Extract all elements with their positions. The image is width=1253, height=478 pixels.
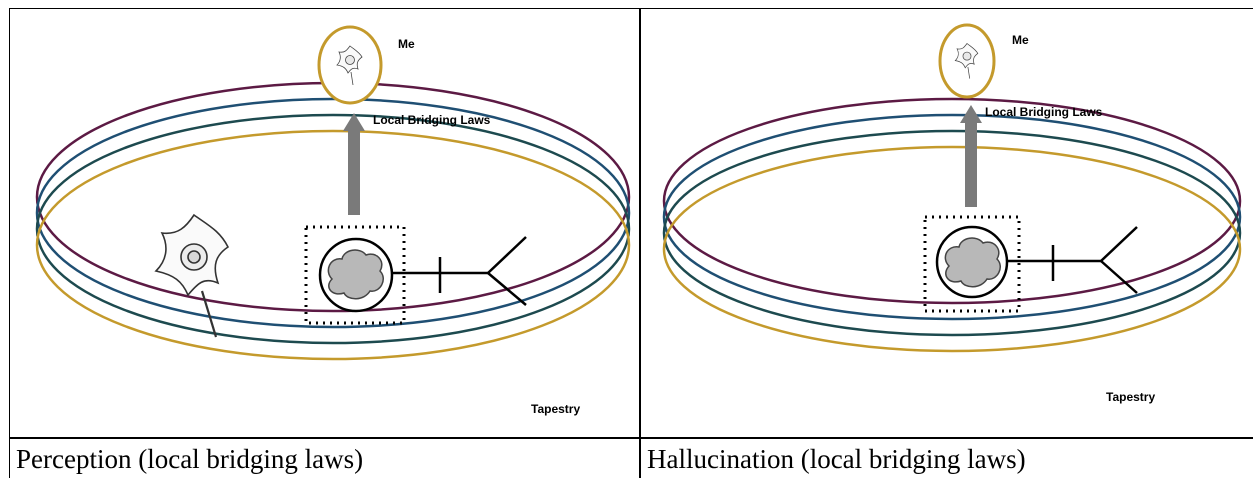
tapestry-rings [35,81,631,361]
ring-gold [35,129,631,361]
hallucination-panel: Me Local Bridging Laws Tapestry [641,9,1253,437]
hallucination-caption: Hallucination (local bridging laws) [647,444,1026,474]
bridging-label: Local Bridging Laws [373,113,491,127]
table-mid-border [9,437,1253,439]
daffodil-icon [336,45,363,86]
daffodil-icon [954,42,979,79]
arrow-up-icon [343,113,365,215]
dotted-box [304,225,406,325]
ring-teal [35,113,631,345]
hallucination-diagram [662,23,1242,353]
ring-blue [35,97,631,329]
ring-gold [662,145,1242,353]
ring-teal [662,129,1242,337]
tapestry-rings [662,97,1242,353]
ring-purple [662,97,1242,305]
perception-diagram [35,25,631,361]
arrow-up-icon [960,105,982,207]
me-label: Me [398,37,415,51]
tapestry-label: Tapestry [531,402,581,416]
ring-blue [662,113,1242,321]
tapestry-label: Tapestry [1106,390,1156,404]
perception-panel: Me Local Bridging Laws Tapestry [10,9,639,437]
dotted-box [923,215,1021,313]
brain-cloud-icon [944,237,1001,288]
table-center-border [639,8,641,478]
neuron-icon [1007,226,1138,294]
table-top-border [9,8,1253,9]
daffodil-icon [154,213,230,338]
neuron-icon [392,236,527,306]
bridging-label: Local Bridging Laws [985,105,1103,119]
table-left-border [9,8,10,478]
me-label: Me [1012,33,1029,47]
perception-caption: Perception (local bridging laws) [16,444,364,474]
brain-cloud-icon [327,249,384,300]
